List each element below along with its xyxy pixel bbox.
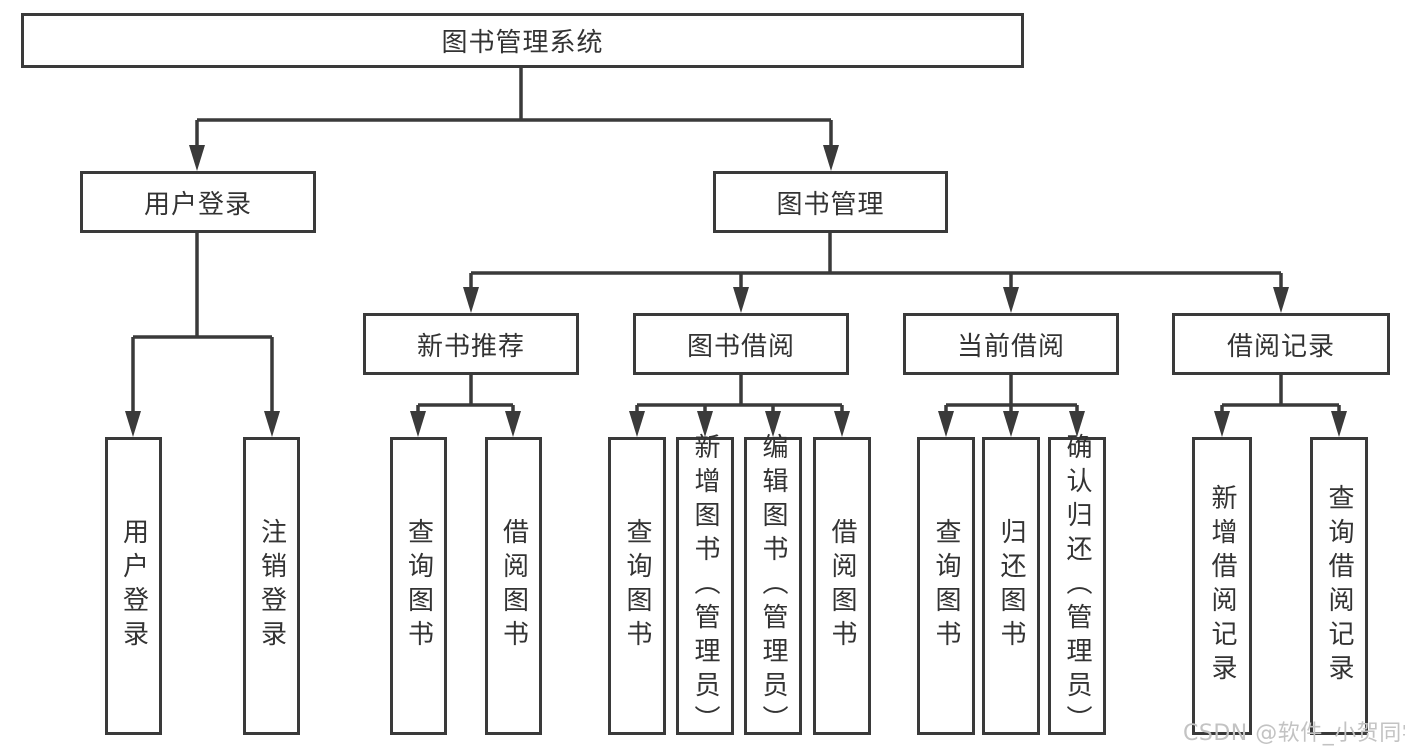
node-current-borrowing: 当前借阅	[903, 313, 1119, 375]
node-root-system: 图书管理系统	[21, 13, 1024, 68]
csdn-watermark: CSDN @软件_小贺同学	[1183, 721, 1405, 746]
node-label: 查询图书	[403, 518, 434, 654]
leaf-borrow-books-recommend: 借阅图书	[485, 437, 542, 735]
leaf-edit-book-admin: 编辑图书（管理员）	[744, 433, 802, 739]
leaf-return-book: 归还图书	[982, 437, 1040, 735]
node-label: 查询借阅记录	[1324, 484, 1354, 688]
node-label: 查询图书	[622, 518, 652, 654]
node-label: 新增图书（管理员）	[690, 433, 720, 739]
leaf-borrow-books-borrowing: 借阅图书	[813, 437, 871, 735]
leaf-logout: 注销登录	[243, 437, 300, 735]
node-label: 借阅图书	[498, 518, 529, 654]
node-label: 注销登录	[256, 518, 287, 654]
leaf-add-book-admin: 新增图书（管理员）	[676, 433, 734, 739]
leaf-query-borrow-record: 查询借阅记录	[1310, 437, 1368, 735]
node-user-login: 用户登录	[80, 171, 316, 233]
node-book-management: 图书管理	[713, 171, 948, 233]
node-label: 图书管理	[776, 189, 885, 220]
node-label: 借阅记录	[1226, 331, 1335, 362]
node-label: 归还图书	[996, 518, 1026, 654]
node-label: 确认归还（管理员）	[1062, 433, 1092, 739]
node-label: 图书管理系统	[441, 28, 604, 58]
leaf-query-books-borrowing: 查询图书	[608, 437, 666, 735]
node-label: 用户登录	[143, 189, 252, 220]
leaf-confirm-return-admin: 确认归还（管理员）	[1048, 433, 1106, 739]
node-borrowing-records: 借阅记录	[1172, 313, 1390, 375]
node-label: 图书借阅	[686, 331, 795, 362]
node-label: 用户登录	[118, 518, 149, 654]
node-label: 借阅图书	[827, 518, 857, 654]
leaf-user-login: 用户登录	[105, 437, 162, 735]
node-label: 新书推荐	[416, 331, 525, 362]
leaf-query-books-current: 查询图书	[917, 437, 975, 735]
node-label: 查询图书	[931, 518, 961, 654]
node-label: 编辑图书（管理员）	[758, 433, 788, 739]
node-label: 新增借阅记录	[1207, 484, 1237, 688]
leaf-add-borrow-record: 新增借阅记录	[1192, 437, 1252, 735]
node-new-book-recommend: 新书推荐	[363, 313, 579, 375]
leaf-query-books-recommend: 查询图书	[390, 437, 447, 735]
node-label: 当前借阅	[956, 331, 1065, 362]
node-book-borrowing: 图书借阅	[633, 313, 849, 375]
